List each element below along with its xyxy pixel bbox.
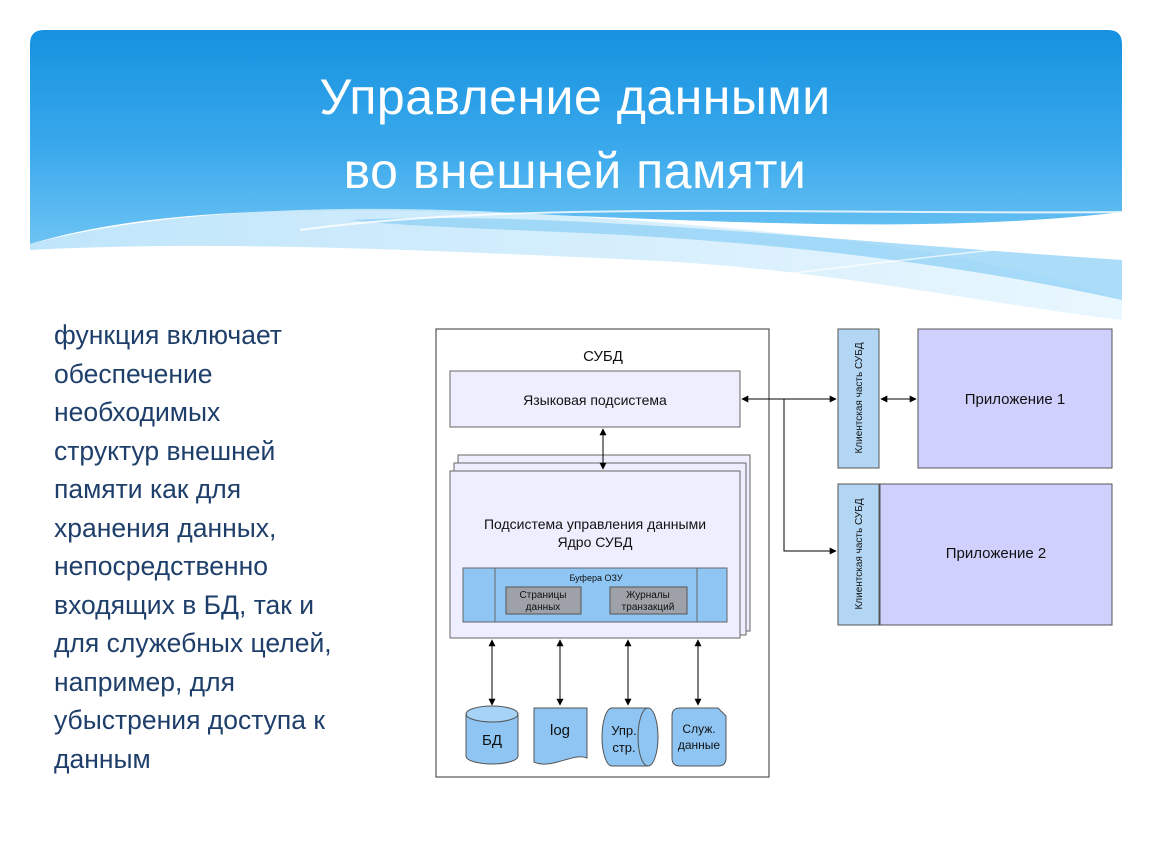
storage-ctrl-drum xyxy=(601,707,659,767)
client-part-label-2: Клиентская часть СУБД xyxy=(854,498,865,609)
data-pages-box xyxy=(505,586,582,615)
slide-title-line-1: Управление данными xyxy=(319,69,831,125)
body-line: обеспечение xyxy=(54,358,213,389)
storage-log-document xyxy=(533,707,588,765)
body-line: например, для xyxy=(54,666,235,697)
transaction-logs-box xyxy=(609,586,688,615)
ram-buffers-label: Буфера ОЗУ xyxy=(569,573,622,583)
app1-label: Приложение 1 xyxy=(965,391,1066,408)
body-line: входящих в БД, так и xyxy=(54,589,315,620)
client-part-box-1 xyxy=(837,328,880,469)
data-pages-label-2: данных xyxy=(526,602,561,613)
body-line: непосредственно xyxy=(54,551,268,581)
body-line: для служебных целей, xyxy=(54,628,332,658)
storage-db-cylinder xyxy=(465,705,519,765)
transaction-logs-label-1: Журналы xyxy=(626,590,670,601)
body-line: памяти как для xyxy=(54,474,242,504)
slide-body-text: функция включает обеспечение необходимых… xyxy=(54,316,409,778)
data-subsystem-label-2: Ядро СУБД xyxy=(558,534,633,550)
data-pages-label-1: Страницы xyxy=(520,590,567,601)
app2-label: Приложение 2 xyxy=(946,545,1047,562)
header-wave-line-2 xyxy=(539,237,1123,301)
header-wave-light xyxy=(30,208,1122,320)
data-subsystem-label-1: Подсистема управления данными xyxy=(484,516,706,532)
app1-box xyxy=(917,328,1113,469)
body-line: хранения данных, xyxy=(54,512,277,543)
body-line: необходимых xyxy=(54,397,221,427)
storage-db-label: БД xyxy=(482,732,502,749)
storage-service-label-2: данные xyxy=(678,738,721,752)
body-line: структур внешней xyxy=(54,435,276,466)
header-wave-line xyxy=(299,209,1123,231)
language-subsystem-label: Языковая подсистема xyxy=(523,392,667,408)
slide-title-line-2: во внешней памяти xyxy=(343,143,807,199)
transaction-logs-label-2: транзакций xyxy=(622,602,675,613)
storage-service-label-1: Служ. xyxy=(682,722,715,736)
storage-ctrl-label-2: стр. xyxy=(612,740,635,755)
client-part-box-2 xyxy=(837,483,880,626)
dbms-label: СУБД xyxy=(583,348,623,365)
client-part-label-1: Клиентская часть СУБД xyxy=(854,342,865,453)
language-subsystem-box xyxy=(449,370,741,428)
body-line: данным xyxy=(54,743,151,774)
body-line: убыстрения доступа к xyxy=(54,705,325,735)
header-wave-mid xyxy=(350,218,1122,300)
body-line: функция включает xyxy=(54,320,282,350)
header-band xyxy=(30,30,1122,244)
storage-log-label: log xyxy=(550,722,570,739)
app2-box xyxy=(879,483,1113,626)
storage-ctrl-label-1: Упр. xyxy=(611,723,637,738)
storage-service-box xyxy=(671,707,727,767)
arrow-language-to-client2 xyxy=(783,399,837,555)
